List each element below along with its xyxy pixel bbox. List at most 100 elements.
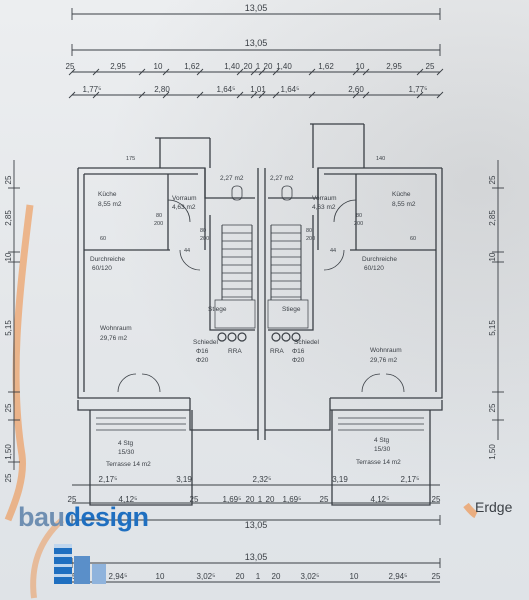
floor-label: Erdge	[475, 499, 513, 515]
dimension-tick	[258, 91, 266, 99]
dims-row3-label: 2,80	[154, 85, 170, 94]
dims-bottom2-label: 1,69⁵	[283, 495, 302, 504]
dims-bottom3-label: 10	[350, 572, 359, 581]
dims-bottom2-label: 25	[320, 495, 329, 504]
dims-bottom2-label: 25	[432, 495, 441, 504]
stg-right-size: 15/30	[374, 446, 391, 453]
dimension-tick	[92, 68, 100, 76]
svg-text:80: 80	[306, 228, 312, 234]
dims-bottom2-label: 25	[190, 495, 199, 504]
dimension-labels-row3: 1,77⁵ 2,80 1,64⁵ 1,01 1,64⁵ 2,60 1,77⁵	[83, 85, 428, 94]
baudesign-logo: baudesign	[18, 502, 149, 533]
dimension-tick	[436, 68, 444, 76]
dims-row2-label: 2,95	[386, 62, 402, 71]
stg-left: 4 Stg	[118, 440, 134, 447]
dimension-tick	[138, 68, 146, 76]
room-vorraum-left: Vorraum	[172, 195, 197, 202]
dims-row2-label: 20	[264, 62, 273, 71]
dims-bottom3-label: 25	[68, 572, 77, 581]
dims-bottom3-label: 3,02⁵	[301, 572, 320, 581]
overall-width-bottom2: 13,05	[245, 552, 268, 562]
dimension-tick	[162, 68, 170, 76]
dimension-tick	[436, 91, 444, 99]
dims-bottom1-label: 2,17⁵	[99, 475, 118, 484]
dims-bottom3-label: 20	[272, 572, 281, 581]
stg-left-size: 15/30	[118, 449, 135, 456]
svg-text:200: 200	[306, 236, 315, 242]
dims-bottom3-label: 2,94⁵	[109, 572, 128, 581]
svg-text:60: 60	[100, 236, 106, 242]
dims-row2-label: 2,95	[110, 62, 126, 71]
dims-row3-label: 2,60	[348, 85, 364, 94]
dims-row3-label: 1,77⁵	[83, 85, 102, 94]
room-wohnraum-left: Wohnraum	[100, 325, 132, 332]
dims-row2-label: 20	[244, 62, 253, 71]
dimension-tick	[68, 68, 76, 76]
orange-marker-left	[4, 204, 34, 522]
logo-part1: bau	[18, 502, 65, 532]
dims-right-label: 1,50	[488, 444, 497, 460]
dims-bottom1-label: 3,19	[332, 475, 348, 484]
room-kueche-right: Küche	[392, 191, 411, 198]
svg-text:200: 200	[154, 221, 163, 227]
dims-bottom2-label: 25	[68, 495, 77, 504]
room-wohnraum-right-area: 29,76 m2	[370, 357, 397, 364]
dims-row3-label: 1,01	[250, 85, 266, 94]
terrace-steps	[96, 417, 424, 431]
building-walls	[77, 123, 443, 506]
dims-row2-label: 10	[356, 62, 365, 71]
dimension-tick	[68, 91, 76, 99]
room-wohnraum-left-area: 29,76 m2	[100, 335, 127, 342]
room-vorraum-right: Vorraum	[312, 195, 337, 202]
schiedel-left-size2: Φ20	[196, 357, 209, 364]
dimension-tick	[236, 91, 244, 99]
dims-row3-label: 1,64⁵	[281, 85, 300, 94]
overall-width-bottom: 13,05	[245, 520, 268, 530]
dimension-tick	[196, 68, 204, 76]
dims-bottom3-label: 3,02⁵	[197, 572, 216, 581]
dimension-tick	[250, 68, 258, 76]
room-wc-right-area: 2,27 m2	[270, 175, 294, 182]
dims-bottom2-label: 4,12⁵	[371, 495, 390, 504]
dims-row3-label: 1,64⁵	[217, 85, 236, 94]
dims-bottom2-label: 1,69⁵	[223, 495, 242, 504]
room-kueche-left: Küche	[98, 191, 117, 198]
terrasse-left: Terrasse 14 m2	[106, 461, 151, 468]
room-kueche-right-area: 8,55 m2	[392, 201, 416, 208]
orange-marker-bottom	[30, 517, 65, 599]
dims-right-label: 25	[488, 403, 497, 412]
dims-row2-label: 1,40	[224, 62, 240, 71]
dims-right-label: 25	[488, 175, 497, 184]
stiege-right: Stiege	[282, 306, 301, 313]
dims-bottom3-label: 1	[256, 572, 261, 581]
dims-row3-label: 1,77⁵	[409, 85, 428, 94]
dims-bottom2-label: 4,12⁵	[119, 495, 138, 504]
dims-left-label: 2,85	[4, 210, 13, 226]
dimension-tick	[92, 91, 100, 99]
dimension-tick	[352, 91, 360, 99]
dimension-lines-left	[8, 160, 20, 470]
schiedel-right: Schiedel	[294, 339, 319, 346]
dims-right-label: 10	[488, 252, 497, 261]
svg-text:200: 200	[200, 236, 209, 242]
svg-text:80: 80	[156, 213, 162, 219]
room-wohnraum-right: Wohnraum	[370, 347, 402, 354]
dims-bottom1-label: 2,32⁵	[253, 475, 272, 484]
svg-text:140: 140	[376, 156, 385, 162]
dimension-tick	[236, 68, 244, 76]
svg-text:44: 44	[184, 248, 190, 254]
schiedel-left: Schiedel	[193, 339, 218, 346]
dims-left-label: 5,15	[4, 320, 13, 336]
svg-text:80: 80	[200, 228, 206, 234]
stg-right: 4 Stg	[374, 437, 390, 444]
durchreiche-left-size: 60/120	[92, 265, 112, 272]
staircase	[214, 224, 309, 329]
dimension-tick	[196, 91, 204, 99]
dims-row2-label: 25	[426, 62, 435, 71]
dimension-tick	[250, 91, 258, 99]
dims-bottom2-label: 20	[246, 495, 255, 504]
